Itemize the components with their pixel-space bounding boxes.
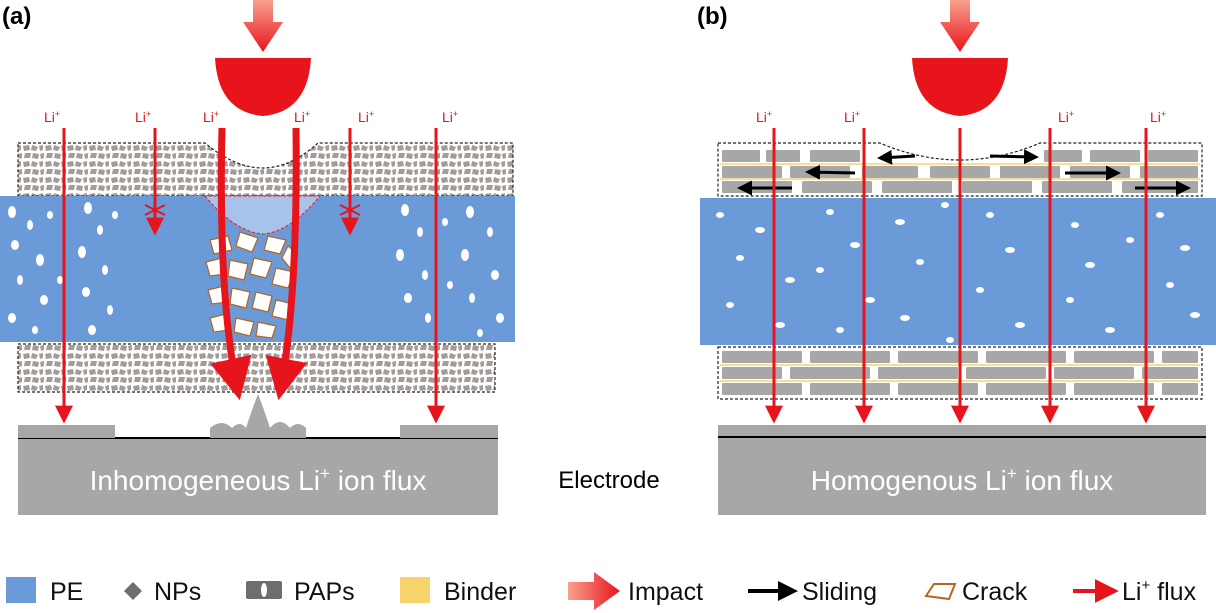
legend-paps-label: PAPs [294,578,355,606]
legend-pe-swatch [6,577,36,603]
li-arrow-a3 [210,127,252,401]
panel-a-label: (a) [2,3,31,30]
top-coating-a [17,142,514,197]
legend-np-diamond-icon [124,582,142,600]
dendrite-a [210,394,306,438]
electrode-label: Electrode [558,467,659,494]
pores-left-a [8,202,118,335]
legend-sliding-label: Sliding [802,578,877,606]
panel-b-label: (b) [697,3,728,30]
li-arrow-a4 [265,127,308,401]
li-label-b1: Li+ [756,109,772,125]
legend-pap-icon [246,581,282,599]
pores-right-a [396,204,504,337]
impact-arrow-b [940,0,980,52]
li-label-b4: Li+ [1150,109,1166,125]
pe-layer-b [700,198,1216,345]
legend: PE NPs PAPs Binder Impact Sliding Crack … [6,572,1197,610]
legend-crack-label: Crack [962,578,1028,606]
panel-a: (a) [0,0,515,515]
electrode-bump-right-a [400,425,498,438]
panel-b: (b) [697,0,1216,515]
electrode-text-a: Inhomogeneous Li+ ion flux [90,464,427,496]
li-label-a3: Li+ [203,109,219,125]
li-labels-a: Li+ Li+ Li+ Li+ Li+ Li+ [44,109,458,125]
indenter-a [215,58,311,116]
indenter-b [912,58,1008,116]
legend-nps-label: NPs [154,578,201,606]
pores-b [716,202,1200,343]
li-label-b2: Li+ [844,109,860,125]
legend-li-flux-label: Li+ flux [1122,577,1197,606]
li-label-a4: Li+ [294,109,310,125]
legend-crack-icon [924,583,957,601]
li-flux-arrows-a [55,127,445,424]
li-label-a2: Li+ [135,109,151,125]
li-label-a1: Li+ [44,109,60,125]
bottom-coating-a [17,343,496,393]
li-label-b3: Li+ [1058,109,1074,125]
impact-arrow-a [243,0,283,52]
electrode-bump-left-a [18,425,115,438]
legend-binder-label: Binder [444,578,516,606]
legend-impact-label: Impact [628,578,703,606]
li-labels-b: Li+ Li+ Li+ Li+ [756,109,1166,125]
electrode-b [718,425,1206,515]
sliding-arrows-b [737,149,1191,196]
electrode-text-b: Homogenous Li+ ion flux [811,464,1114,496]
crack-region-a [205,231,299,339]
li-flux-arrows-b [765,128,1155,424]
legend-impact-arrow-icon [568,572,620,610]
blocked-markers-a [144,204,361,216]
legend-binder-swatch [400,577,430,603]
li-label-a5: Li+ [358,109,374,125]
paps-bottom-b [722,351,1198,395]
legend-pe-label: PE [50,578,83,606]
li-label-a6: Li+ [442,109,458,125]
electrode-a [18,437,498,515]
